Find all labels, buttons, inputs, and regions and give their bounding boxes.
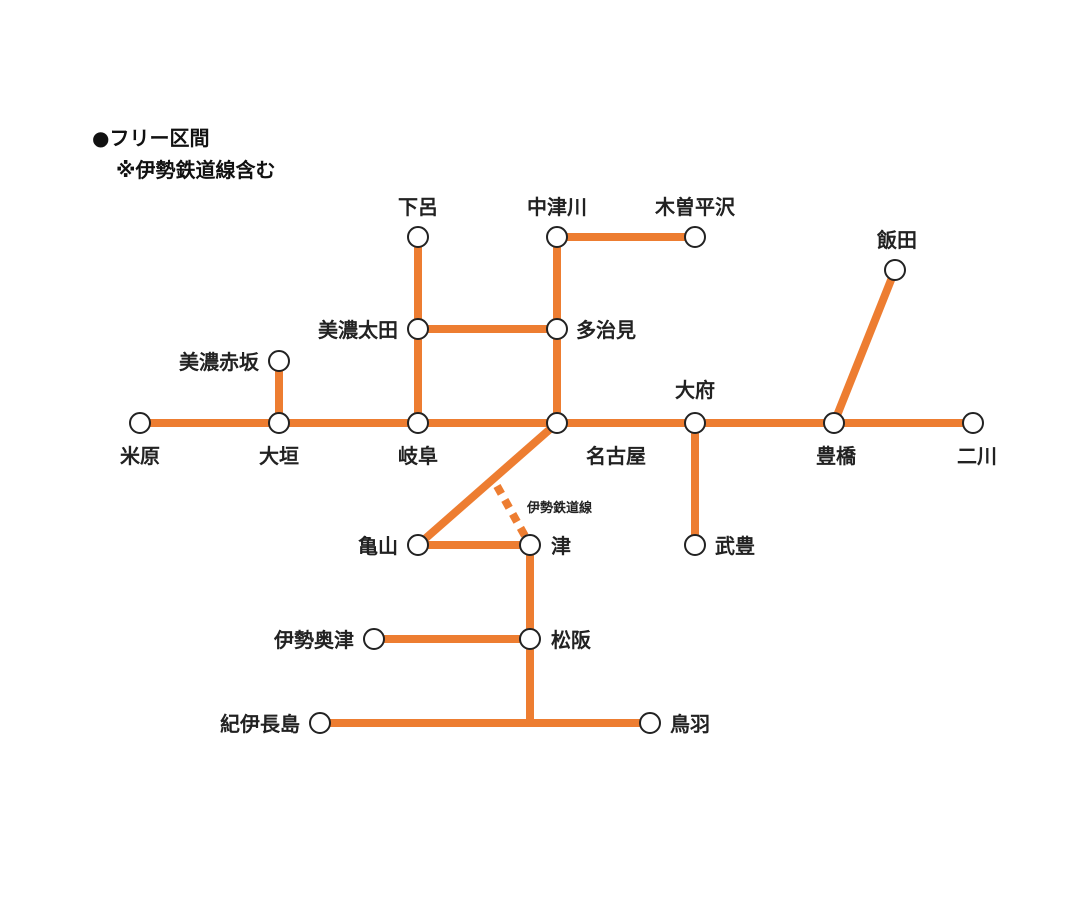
station-maibara[interactable]: [129, 412, 151, 434]
label-nagoya: 名古屋: [586, 444, 646, 468]
label-nakatsugawa: 中津川: [527, 195, 587, 219]
label-tajimi: 多治見: [576, 318, 636, 342]
label-minoakasaka: 美濃赤坂: [179, 350, 260, 374]
label-toyohashi: 豊橋: [816, 444, 857, 468]
station-iida[interactable]: [884, 259, 906, 281]
station-minoota[interactable]: [407, 318, 429, 340]
label-futagawa: 二川: [957, 444, 997, 468]
station-nakatsugawa[interactable]: [546, 226, 568, 248]
station-minoakasaka[interactable]: [268, 350, 290, 372]
station-toba[interactable]: [639, 712, 661, 734]
label-kameyama: 亀山: [358, 534, 398, 558]
label-kisohirasawa: 木曽平沢: [654, 195, 736, 219]
label-gero: 下呂: [398, 195, 438, 219]
line-iida: [830, 268, 899, 425]
station-tsu[interactable]: [519, 534, 541, 556]
station-kiinagashima[interactable]: [309, 712, 331, 734]
station-futagawa[interactable]: [962, 412, 984, 434]
station-obu[interactable]: [684, 412, 706, 434]
label-gifu: 岐阜: [398, 444, 438, 468]
ise-railway-label: 伊勢鉄道線: [526, 500, 593, 516]
label-taketoyo: 武豊: [715, 534, 755, 558]
label-kiinagashima: 紀伊長島: [220, 712, 300, 736]
station-labels: 下呂 中津川 木曽平沢 飯田 美濃太田 多治見 美濃赤坂 米原 大垣 岐阜 名古…: [120, 195, 997, 736]
station-kisohirasawa[interactable]: [684, 226, 706, 248]
stations: [129, 226, 984, 734]
label-ogaki: 大垣: [259, 444, 299, 468]
station-gero[interactable]: [407, 226, 429, 248]
station-nagoya[interactable]: [546, 412, 568, 434]
line-ise-railway: [493, 484, 529, 538]
station-tajimi[interactable]: [546, 318, 568, 340]
label-obu: 大府: [675, 378, 715, 402]
station-kameyama[interactable]: [407, 534, 429, 556]
label-iida: 飯田: [876, 228, 917, 252]
station-iseokitsu[interactable]: [363, 628, 385, 650]
station-gifu[interactable]: [407, 412, 429, 434]
station-taketoyo[interactable]: [684, 534, 706, 556]
line-kansai: [415, 419, 560, 549]
label-matsusaka: 松阪: [551, 628, 592, 652]
label-tsu: 津: [551, 534, 571, 558]
label-minoota: 美濃太田: [318, 318, 398, 342]
station-matsusaka[interactable]: [519, 628, 541, 650]
label-toba: 鳥羽: [670, 712, 710, 736]
legend-note: ※伊勢鉄道線含む: [116, 158, 275, 182]
station-toyohashi[interactable]: [823, 412, 845, 434]
label-iseokitsu: 伊勢奥津: [273, 628, 354, 652]
label-maibara: 米原: [120, 444, 160, 468]
station-ogaki[interactable]: [268, 412, 290, 434]
legend-title: ●フリー区間: [92, 126, 209, 150]
